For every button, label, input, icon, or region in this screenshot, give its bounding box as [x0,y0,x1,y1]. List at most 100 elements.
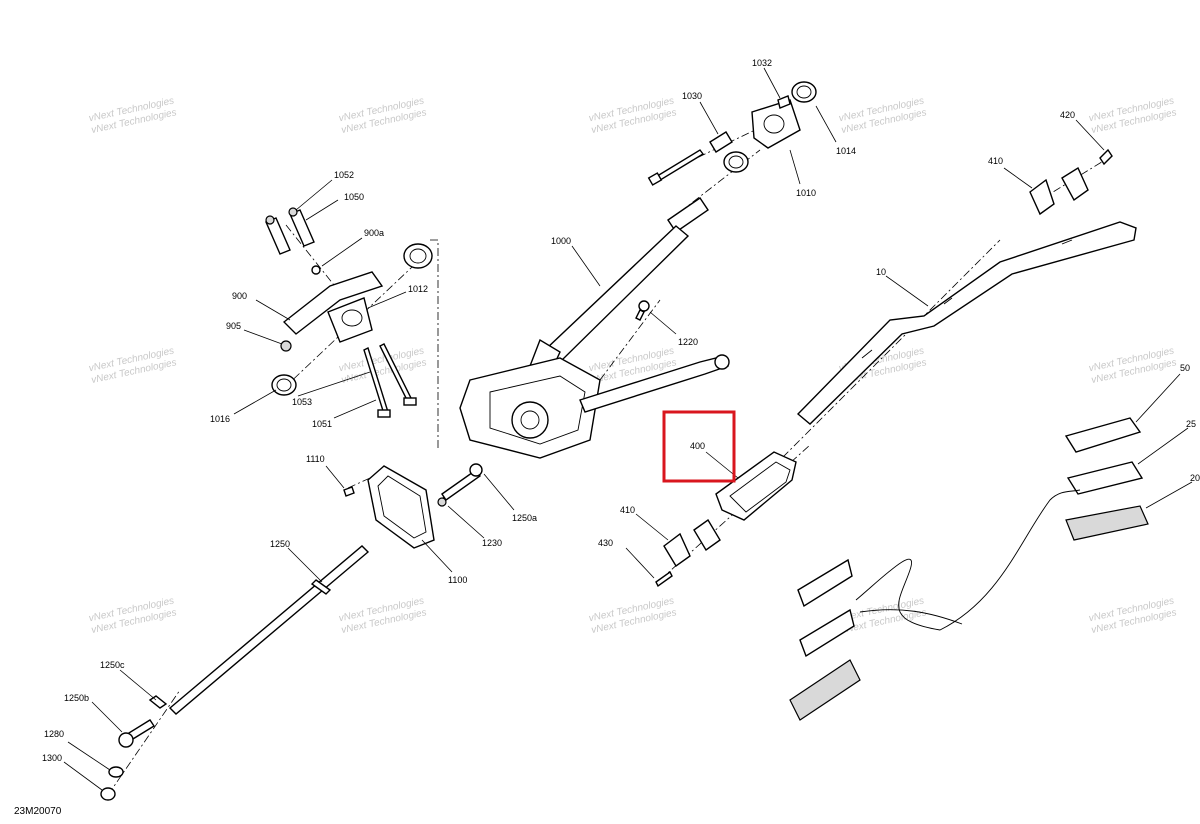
clamp-block-1012 [327,297,373,343]
housing-1100-detail [377,475,427,539]
leader-1100 [421,539,453,573]
callout-410-riser: 410 [620,505,635,515]
column-pivot-hole [520,410,540,430]
callout-1250b: 1250b [64,693,89,703]
rod-1250a-joint [469,463,483,477]
clamp-1010 [751,99,801,149]
left-clamp-cluster [265,207,433,418]
callout-1110: 1110 [306,454,325,464]
housing-1100 [367,465,435,549]
column-base-detail [489,375,586,445]
callout-410-handlebar: 410 [988,156,1003,166]
seal-1016 [271,374,297,396]
centerlines [107,117,1106,796]
column-top-clamp [667,197,709,233]
bushing-1010-lower-bore [728,155,744,169]
nut-1032 [777,95,791,109]
handlebar-10 [796,221,1137,425]
callout-25: 25 [1186,419,1196,429]
leader-1053 [297,371,371,397]
leader-1030 [699,101,719,135]
callout-1032: 1032 [752,58,772,68]
callout-1300: 1300 [42,753,62,763]
riser-clamp-410-left [663,532,691,568]
washer-1230 [437,497,447,507]
bushing-1014-bore [796,85,812,99]
drawing-id-label: 23M20070 [14,806,62,817]
callout-1230: 1230 [482,538,502,548]
leader-lines [63,67,1193,791]
grip-sleeve-left [797,558,853,608]
heated-grip-wire-2 [859,609,963,625]
leader-410-riser [635,513,669,541]
bushing-1010-lower [723,151,749,173]
upper-clamp-parts [647,81,817,186]
seal-1012-outer [403,243,433,269]
seal-1012-inner [409,248,427,264]
handlebar-clamp-410-a [1029,178,1055,216]
nut-905 [280,340,292,352]
bracket-900 [282,271,384,335]
grip-25 [1066,461,1144,495]
seal-1016-bore [276,378,292,392]
callout-50: 50 [1180,363,1190,373]
leader-1250a [483,473,515,511]
leader-1012 [367,291,407,309]
riser-400 [715,451,797,521]
leader-1000 [571,245,601,287]
grip-50 [1064,417,1142,453]
leader-1032 [763,67,781,99]
clamp-1010-bore [763,114,785,134]
callout-1250a: 1250a [512,513,537,523]
callout-900: 900 [232,291,247,301]
washer-1280 [108,766,124,778]
lower-steering-parts [168,463,483,715]
leader-1052 [295,179,333,211]
tie-rod-ball-1250b [118,732,134,748]
grip-insert-left [799,608,855,658]
cap-1052-a [265,215,275,225]
leader-1250 [287,547,323,583]
leader-1014 [815,105,837,143]
leader-10 [885,275,929,307]
cap-1052-b [288,207,298,217]
callout-905: 905 [226,321,241,331]
callout-1014: 1014 [836,146,856,156]
callout-1010: 1010 [796,188,816,198]
leader-1010 [789,149,801,185]
leader-1280 [67,741,111,771]
bolt-420 [1099,148,1113,166]
callout-1250c: 1250c [100,660,125,670]
leader-1220 [649,311,677,335]
handlebar-markings [861,239,1073,359]
callout-1051: 1051 [312,419,332,429]
lower-joint-parts [100,695,168,801]
leader-1016 [233,389,277,415]
callout-10: 10 [876,267,886,277]
callout-1030: 1030 [682,91,702,101]
centerline-1280-1300 [107,689,181,796]
bolt-430 [655,570,673,588]
bolt-1051-head [377,409,391,418]
ball-joint-1220 [635,300,650,321]
riser-400-detail [729,461,791,513]
bracket-line-900 [430,239,439,448]
leader-1051 [333,399,377,419]
callout-1050: 1050 [344,192,364,202]
leader-1110 [325,465,345,489]
leader-410-handlebar [1003,167,1033,189]
shaft-1250-collar [310,579,332,595]
riser-assembly [655,451,797,588]
shaft-1250 [168,545,370,715]
heated-grip-wire [855,489,1081,631]
callout-1000: 1000 [551,236,571,246]
nut-1300 [100,787,116,801]
callout-900a: 900a [364,228,384,238]
bolt-1030-head [647,172,663,186]
callout-430: 430 [598,538,613,548]
leader-900a [321,237,363,267]
callout-1250: 1250 [270,539,290,549]
callout-420: 420 [1060,110,1075,120]
callout-1220: 1220 [678,337,698,347]
